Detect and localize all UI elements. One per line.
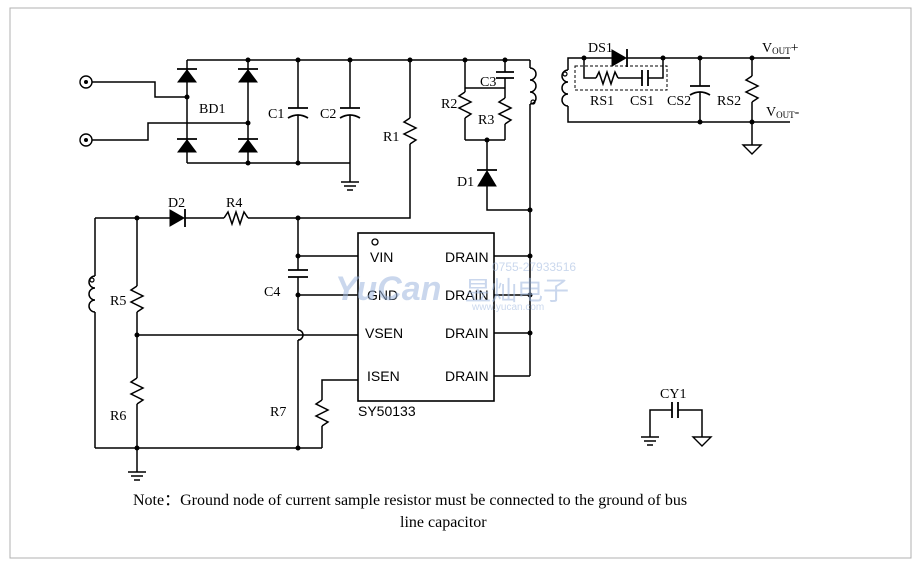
watermark: YuCan 昱灿电子 0755-27933516 www.yucan.com [335,260,576,313]
r6-label: R6 [110,409,126,424]
capacitor-cy1: CY1 [641,387,713,447]
capacitor-c2: C2 [320,57,361,182]
resistor-r7: R7 [95,379,358,451]
ic-sy50133: VIN GND VSEN ISEN DRAIN DRAIN DRAIN DRAI… [357,232,533,419]
cs2-label: CS2 [667,94,691,109]
watermark-chinese: 昱灿电子 [465,276,569,306]
watermark-phone: 0755-27933516 [492,260,576,274]
pin-drain-3: DRAIN [445,325,489,341]
c2-label: C2 [320,107,336,122]
r2-label: R2 [441,97,457,112]
aux-winding [88,218,96,448]
note-line-1: Note：Ground node of current sample resis… [133,492,687,509]
aux-rectifier: D2 R4 [95,196,298,227]
bd1-label: BD1 [199,102,225,117]
vout-minus-label: VOUT- [766,105,800,120]
watermark-url: www.yucan.com [471,302,544,313]
voltage-divider: R5 R6 [110,218,358,472]
pin-drain-4: DRAIN [445,368,489,384]
frame-border [9,7,912,559]
pin-drain-1: DRAIN [445,249,489,265]
pin-vsen: VSEN [365,325,403,341]
capacitor-c1: C1 [268,57,309,166]
note-line-2: line capacitor [400,514,487,531]
ds1-label: DS1 [588,41,613,56]
ic-part-number: SY50133 [358,403,416,419]
ground-aux [128,471,146,481]
r5-label: R5 [110,294,126,309]
vin-network: C4 [264,215,358,448]
pin-drain-2: DRAIN [445,287,489,303]
ground-bulk [341,181,359,191]
transformer-primary [527,60,537,376]
ac-input [79,75,248,147]
pin-vin: VIN [370,249,393,265]
c1-label: C1 [268,107,284,122]
cy1-label: CY1 [660,387,686,402]
snubber: C3 R2 R3 D1 [441,57,530,211]
c4-label: C4 [264,285,280,300]
r7-label: R7 [270,405,286,420]
secondary-side: DS1 RS1 CS1 CS2 RS2 VOUT+ VOUT- [561,41,800,155]
r3-label: R3 [478,113,494,128]
vout-plus-label: VOUT+ [762,41,799,56]
r1-label: R1 [383,130,399,145]
d2-label: D2 [168,196,185,211]
r4-label: R4 [226,196,242,211]
pin-isen: ISEN [367,368,400,384]
cs1-label: CS1 [630,94,654,109]
resistor-r1: R1 [298,57,418,219]
c3-label: C3 [480,75,496,90]
bridge-rectifier: BD1 [177,57,530,166]
rs2-label: RS2 [717,94,741,109]
d1-label: D1 [457,175,474,190]
rs1-label: RS1 [590,94,614,109]
pin-gnd: GND [367,287,398,303]
watermark-brand: YuCan [335,270,441,308]
